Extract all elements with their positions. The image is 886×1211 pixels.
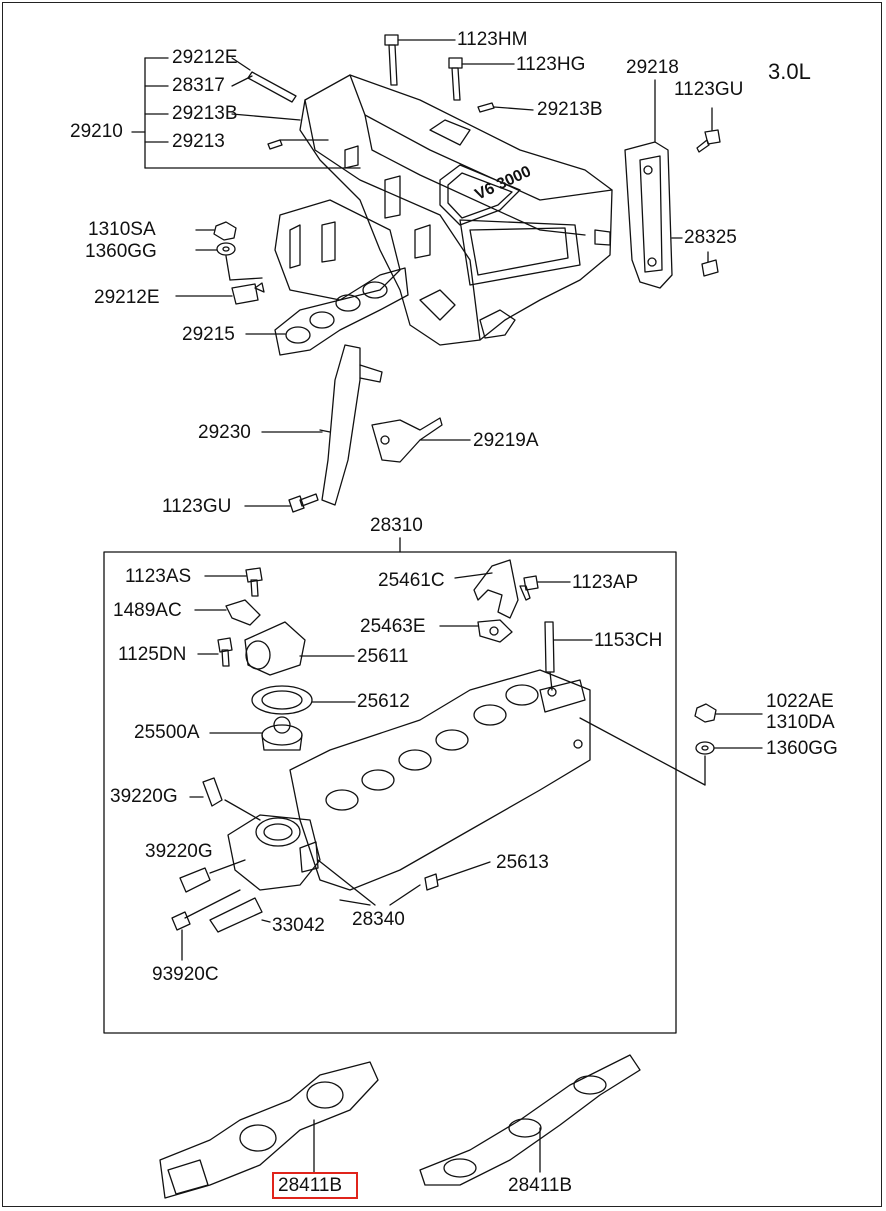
part-label-25463E[interactable]: 25463E (360, 616, 426, 637)
intake-plenum-drawing (299, 74, 613, 346)
intake-manifold-drawing (289, 669, 591, 891)
part-label-29213[interactable]: 29213 (172, 131, 225, 152)
leader-lines (131, 57, 709, 906)
part-label-93920C[interactable]: 93920C (152, 964, 219, 985)
stud-28317-drawing (247, 71, 297, 103)
part-label-28310[interactable]: 28310 (370, 515, 423, 536)
gasket-25463E-drawing (439, 619, 513, 643)
part-label-29218[interactable]: 29218 (626, 57, 679, 78)
thermostat-housing-drawing (227, 814, 321, 891)
part-label-29212E[interactable]: 29212E (172, 47, 238, 68)
part-label-1310SA[interactable]: 1310SA (88, 219, 156, 240)
clip-1489AC-drawing (194, 599, 261, 626)
bolt-1123HG-drawing (448, 57, 515, 101)
part-label-28411B-left[interactable]: 28411B (278, 1175, 343, 1196)
bolt-1123HM-drawing (384, 34, 456, 86)
part-label-1360GG-left[interactable]: 1360GG (85, 241, 157, 262)
part-label-29213B-right[interactable]: 29213B (537, 99, 603, 120)
highlight-box-28411B (272, 1172, 358, 1199)
nut-washer-right-drawing (579, 703, 763, 786)
bolt-1123AS-drawing (204, 567, 263, 597)
bolt-1123AP-drawing (519, 575, 571, 601)
part-label-25611[interactable]: 25611 (357, 646, 409, 667)
part-label-28340[interactable]: 28340 (352, 909, 405, 930)
part-label-25613[interactable]: 25613 (496, 852, 549, 873)
part-label-25500A[interactable]: 25500A (134, 722, 200, 743)
engine-label: 3.0L (768, 59, 811, 84)
part-label-1153CH[interactable]: 1153CH (594, 630, 663, 651)
nut-washer-left-drawing (213, 221, 237, 281)
part-label-28325[interactable]: 28325 (684, 227, 737, 248)
part-label-29210[interactable]: 29210 (70, 121, 123, 142)
part-label-25612[interactable]: 25612 (357, 691, 410, 712)
part-label-33042[interactable]: 33042 (272, 915, 325, 936)
gasket-25612-drawing (251, 685, 356, 715)
part-label-29219A[interactable]: 29219A (473, 430, 539, 451)
manifold-gasket-right-drawing (419, 1054, 641, 1186)
part-label-29215[interactable]: 29215 (182, 324, 235, 345)
bracket-29230-drawing (319, 344, 383, 506)
thermostat-25500A-drawing (209, 716, 303, 751)
bolt-1123GU-top-drawing (696, 107, 721, 153)
part-label-1360GG-right[interactable]: 1360GG (766, 738, 838, 759)
part-label-1123GU-top[interactable]: 1123GU (674, 79, 744, 100)
thermostat-cover-drawing (244, 621, 355, 676)
stud-1153CH-drawing (544, 621, 593, 691)
assembly-box-28310 (103, 551, 677, 1034)
part-label-29212E-lower[interactable]: 29212E (94, 287, 160, 308)
plenum-runners-drawing (274, 199, 401, 301)
bolt-1125DN-drawing (197, 637, 233, 667)
pins-drawing (267, 102, 534, 150)
part-label-1489AC[interactable]: 1489AC (113, 600, 182, 621)
part-label-28317[interactable]: 28317 (172, 75, 225, 96)
part-label-39220G-upper[interactable]: 39220G (110, 786, 178, 807)
bracket-29218-drawing (624, 79, 673, 289)
pipe-25461C-drawing (454, 559, 519, 619)
part-label-1123AP[interactable]: 1123AP (572, 572, 639, 593)
bolt-1123GU-mid-drawing (288, 493, 319, 513)
part-label-39220G-lower[interactable]: 39220G (145, 841, 213, 862)
sensors-drawing (171, 777, 491, 961)
part-label-1123AS[interactable]: 1123AS (125, 566, 192, 587)
fitting-29212E-drawing (231, 282, 265, 305)
part-label-1125DN[interactable]: 1125DN (118, 644, 187, 665)
emblem-text: V6 3000 (473, 163, 534, 204)
manifold-gasket-left-drawing (159, 1061, 379, 1199)
bracket-29219A-drawing (371, 417, 443, 463)
part-label-29213B[interactable]: 29213B (172, 103, 238, 124)
part-label-29230[interactable]: 29230 (198, 422, 251, 443)
part-label-1310DA[interactable]: 1310DA (766, 712, 835, 733)
part-label-1022AE[interactable]: 1022AE (766, 691, 834, 712)
part-label-1123GU-mid[interactable]: 1123GU (162, 496, 232, 517)
part-label-28411B-right[interactable]: 28411B (508, 1175, 573, 1196)
plenum-gasket-drawing (274, 267, 409, 356)
part-label-25461C[interactable]: 25461C (378, 570, 445, 591)
part-label-1123HG[interactable]: 1123HG (516, 54, 586, 75)
part-label-1123HM[interactable]: 1123HM (457, 29, 528, 50)
